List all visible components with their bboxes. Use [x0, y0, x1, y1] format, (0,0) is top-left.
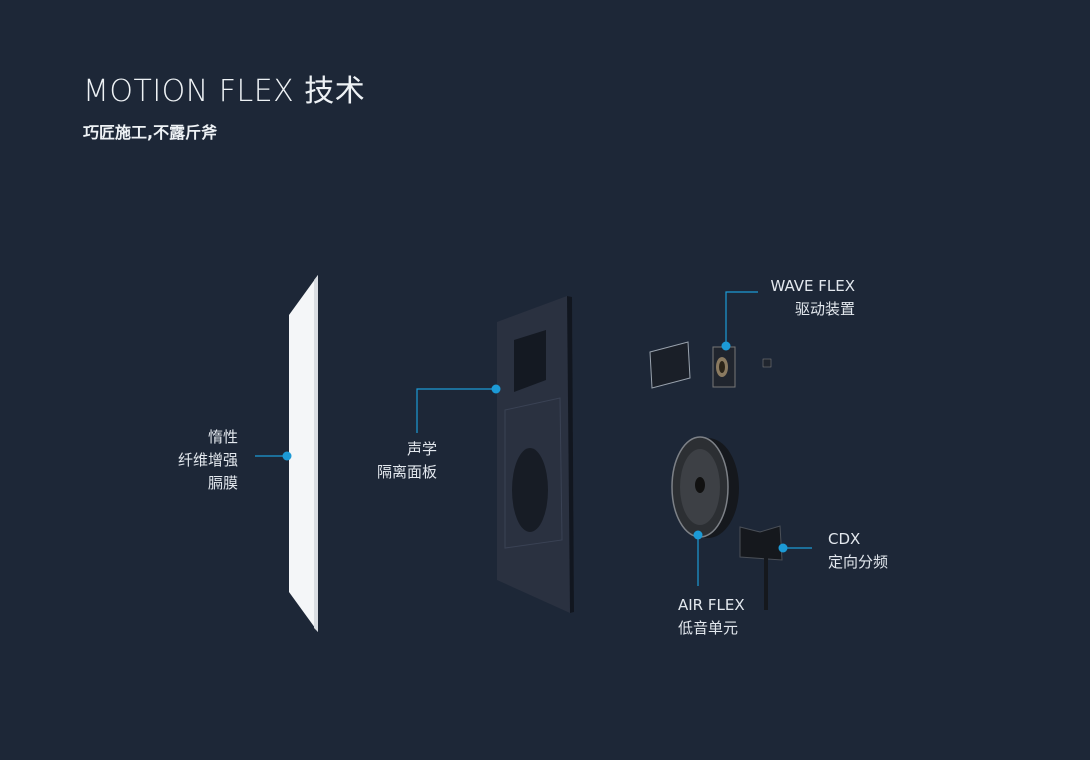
panel-label: 声学 隔离面板 — [377, 438, 437, 484]
label-line: WAVE FLEX — [770, 277, 855, 295]
wave-flex-marker — [721, 341, 731, 351]
cdx-marker — [778, 543, 788, 553]
cdx-label: CDX 定向分频 — [828, 528, 888, 574]
label-line: 低音单元 — [678, 619, 739, 637]
air-flex-label: AIR FLEX 低音单元 — [678, 594, 745, 640]
label-line: 驱动装置 — [794, 300, 855, 318]
label-line: 定向分频 — [828, 553, 889, 571]
callout-lines — [255, 291, 812, 586]
air-flex-woofer — [671, 436, 739, 538]
cdx-crossover — [739, 525, 783, 610]
wave-flex-driver — [649, 341, 772, 389]
air-flex-marker — [693, 530, 703, 540]
membrane-panel — [289, 275, 318, 632]
label-line: AIR FLEX — [678, 596, 745, 614]
label-line: CDX — [828, 530, 861, 548]
page-title: MOTION FLEX 技术 — [83, 74, 366, 109]
acoustic-panel — [497, 296, 574, 613]
panel-marker — [491, 384, 501, 394]
wave-flex-label: WAVE FLEX 驱动装置 — [770, 275, 855, 321]
membrane-marker — [282, 451, 292, 461]
label-line: 声学 — [406, 440, 437, 458]
label-line: 膈膜 — [207, 474, 238, 492]
label-line: 纤维增强 — [177, 451, 238, 469]
label-line: 隔离面板 — [376, 463, 437, 481]
label-line: 惰性 — [207, 428, 238, 446]
page-subtitle: 巧匠施工,不露斤斧 — [83, 123, 218, 142]
membrane-label: 惰性 纤维增强 膈膜 — [178, 426, 238, 495]
